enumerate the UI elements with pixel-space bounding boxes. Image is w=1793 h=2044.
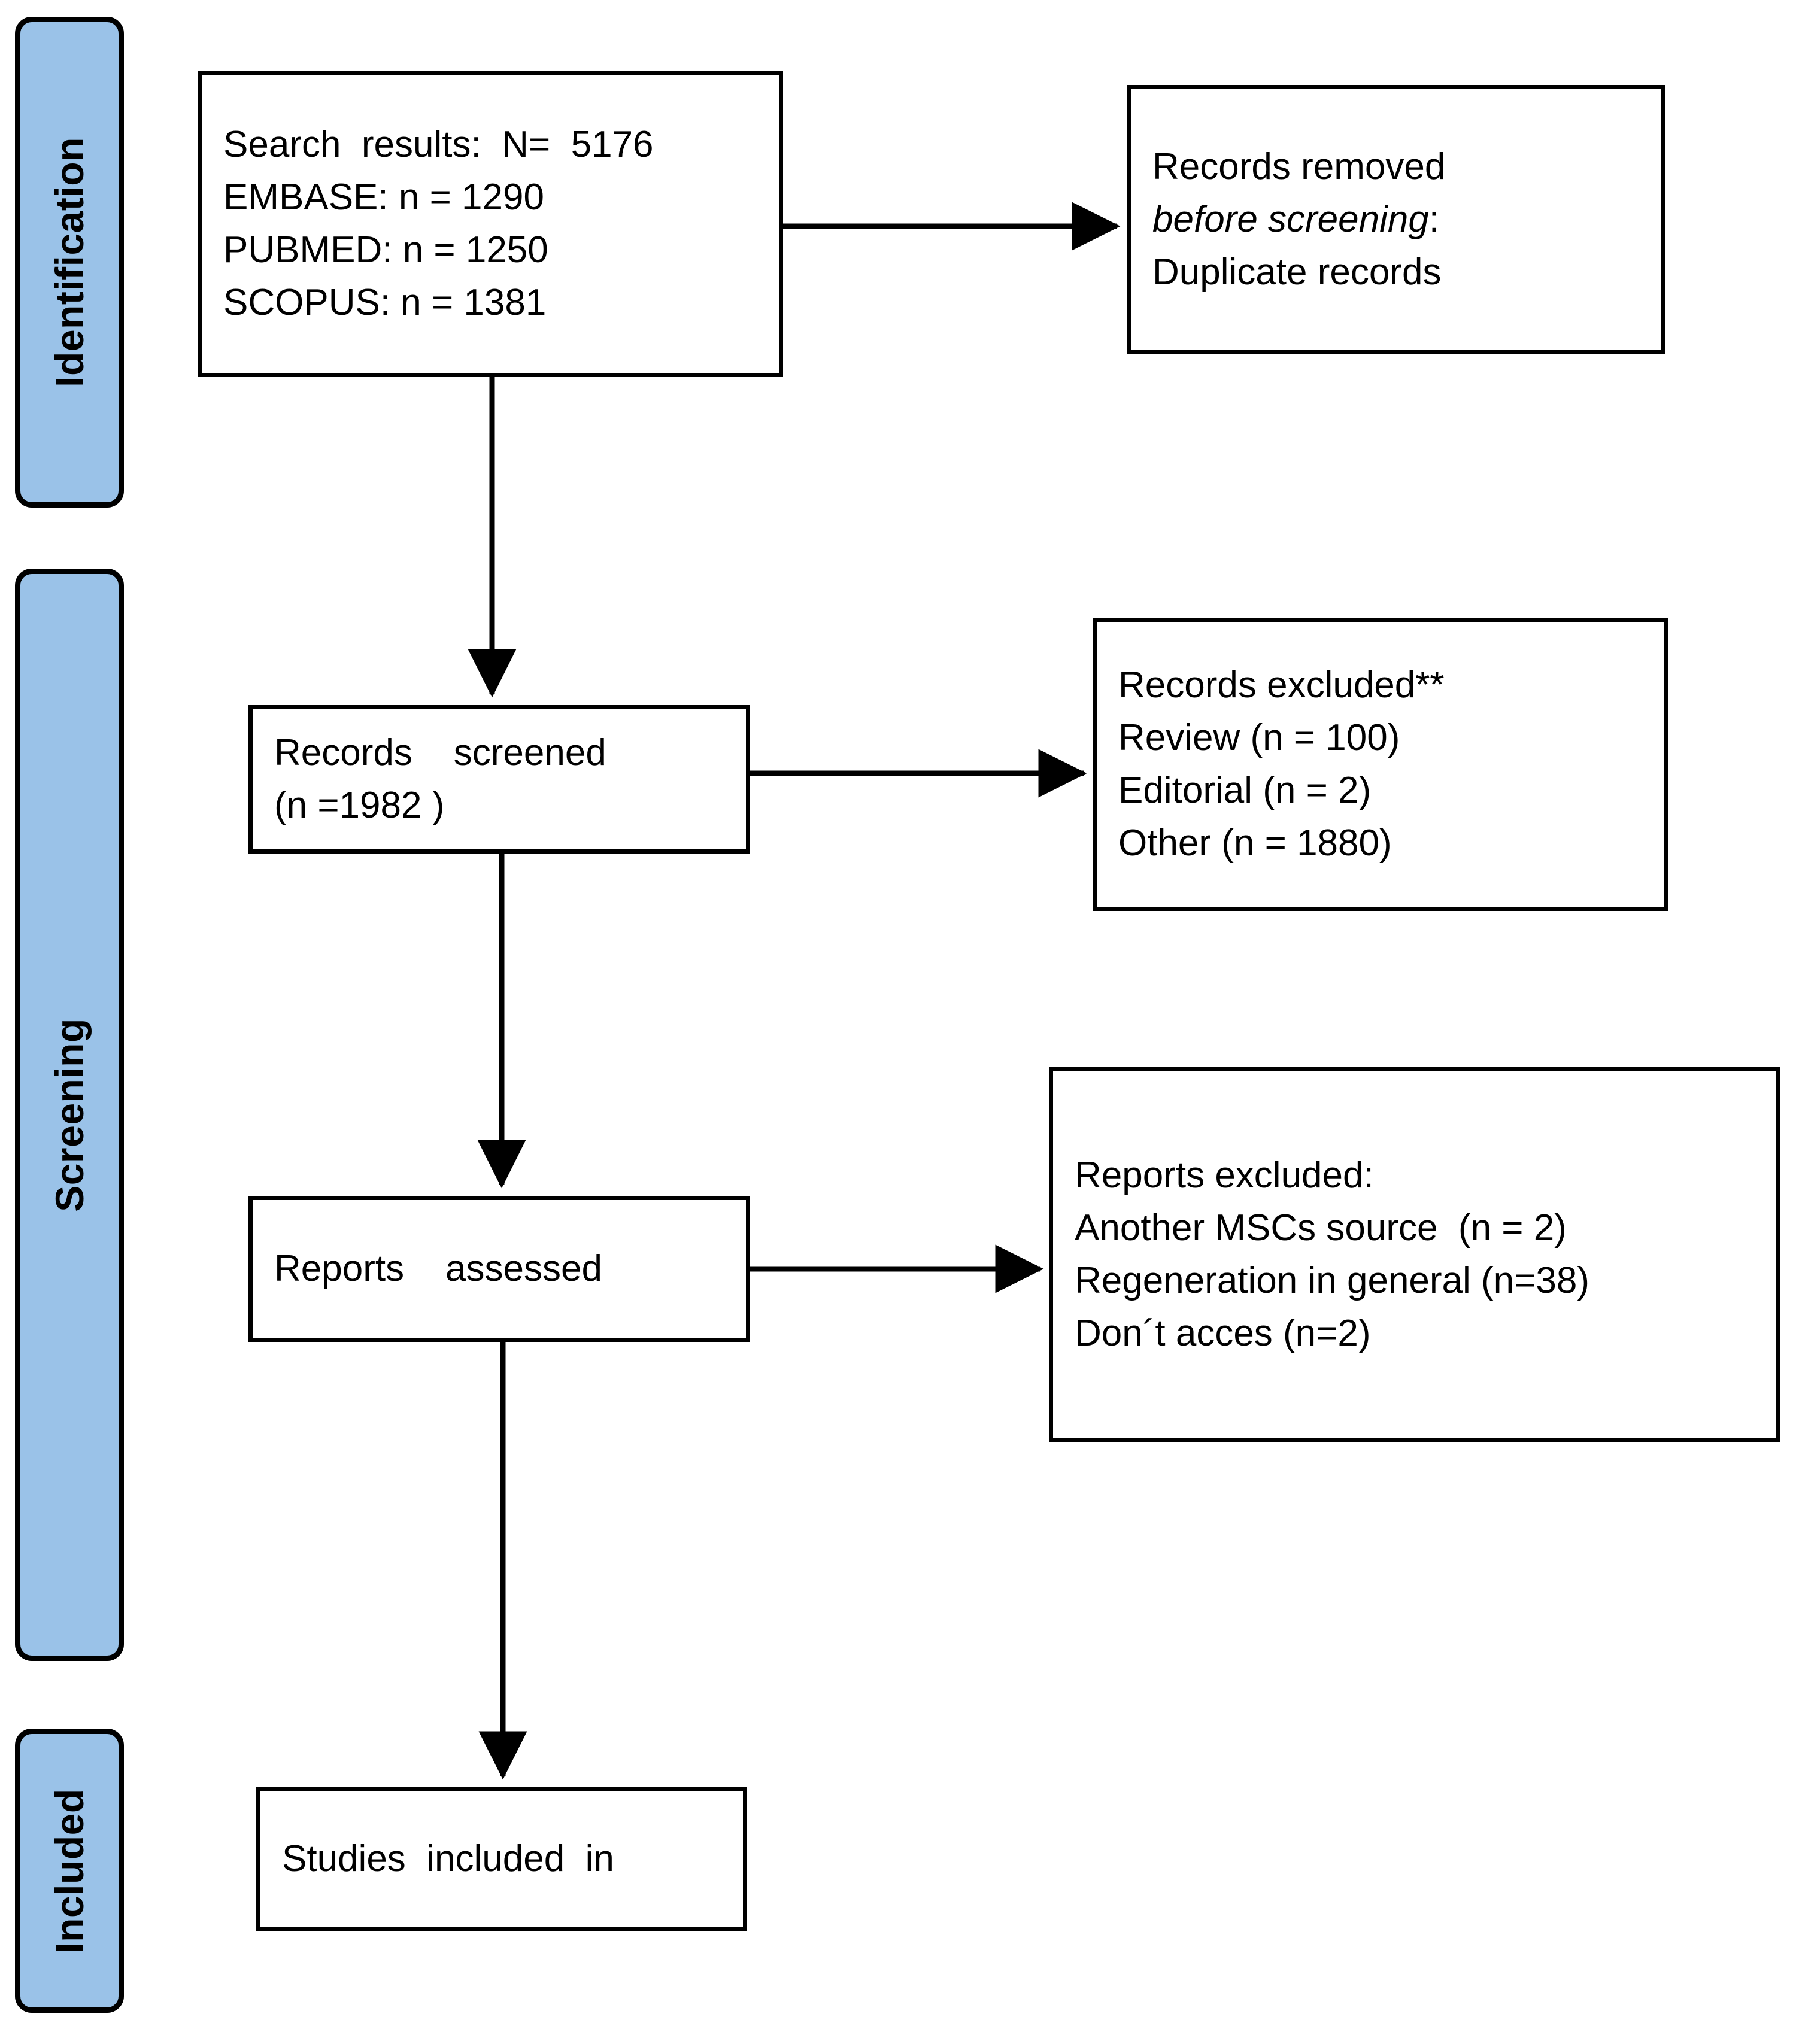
records-excluded-line-1: Records excluded** xyxy=(1118,664,1445,706)
box-records-screened-text: Records screened (n =1982 ) xyxy=(253,727,746,832)
box-records-excluded-text: Records excluded** Review (n = 100) Edit… xyxy=(1097,659,1664,870)
phase-bar-screening: Screening xyxy=(15,569,124,1661)
records-screened-line-1: Records screened xyxy=(274,731,606,773)
box-search-results-text: Search results: N= 5176 EMBASE: n = 1290… xyxy=(202,119,779,329)
reports-assessed-line-1: Reports assessed xyxy=(274,1247,602,1289)
box-records-excluded: Records excluded** Review (n = 100) Edit… xyxy=(1093,618,1668,911)
records-excluded-line-2: Review (n = 100) xyxy=(1118,716,1400,758)
phase-bar-identification: Identification xyxy=(15,17,124,508)
reports-excluded-line-1: Reports excluded: xyxy=(1075,1154,1374,1196)
box-reports-assessed: Reports assessed xyxy=(248,1196,750,1342)
records-excluded-line-4: Other (n = 1880) xyxy=(1118,822,1392,864)
box-records-removed: Records removed before screening: Duplic… xyxy=(1127,85,1665,354)
phase-label-included: Included xyxy=(47,1788,92,1954)
reports-excluded-line-4: Don´t acces (n=2) xyxy=(1075,1313,1371,1354)
phase-label-identification: Identification xyxy=(47,137,92,387)
box-reports-excluded-text: Reports excluded: Another MSCs source (n… xyxy=(1053,1149,1776,1360)
phase-label-screening: Screening xyxy=(47,1018,92,1212)
records-removed-line-1: Records removed xyxy=(1152,145,1446,187)
box-studies-included: Studies included in xyxy=(256,1787,747,1931)
box-studies-included-text: Studies included in xyxy=(260,1833,743,1885)
box-reports-excluded: Reports excluded: Another MSCs source (n… xyxy=(1049,1067,1780,1442)
box-reports-assessed-text: Reports assessed xyxy=(253,1243,746,1295)
records-removed-line-2: before screening: xyxy=(1152,193,1640,246)
box-search-results: Search results: N= 5176 EMBASE: n = 1290… xyxy=(198,71,783,377)
records-screened-line-2: (n =1982 ) xyxy=(274,785,445,826)
records-excluded-line-3: Editorial (n = 2) xyxy=(1118,770,1372,811)
phase-bar-included: Included xyxy=(15,1729,124,2013)
box-records-removed-text: Records removed before screening: Duplic… xyxy=(1131,141,1661,299)
reports-excluded-line-2: Another MSCs source (n = 2) xyxy=(1075,1207,1567,1249)
studies-included-line-1: Studies included in xyxy=(282,1838,614,1879)
records-removed-line-2-italic: before screening xyxy=(1152,198,1429,240)
search-results-line-3: PUBMED: n = 1250 xyxy=(223,229,548,271)
records-removed-line-3: Duplicate records xyxy=(1152,251,1442,293)
search-results-line-1: Search results: N= 5176 xyxy=(223,123,654,165)
box-records-screened: Records screened (n =1982 ) xyxy=(248,705,750,854)
search-results-line-4: SCOPUS: n = 1381 xyxy=(223,282,547,324)
reports-excluded-line-3: Regeneration in general (n=38) xyxy=(1075,1260,1589,1301)
records-removed-line-2-colon: : xyxy=(1428,198,1440,240)
search-results-line-2: EMBASE: n = 1290 xyxy=(223,176,544,218)
